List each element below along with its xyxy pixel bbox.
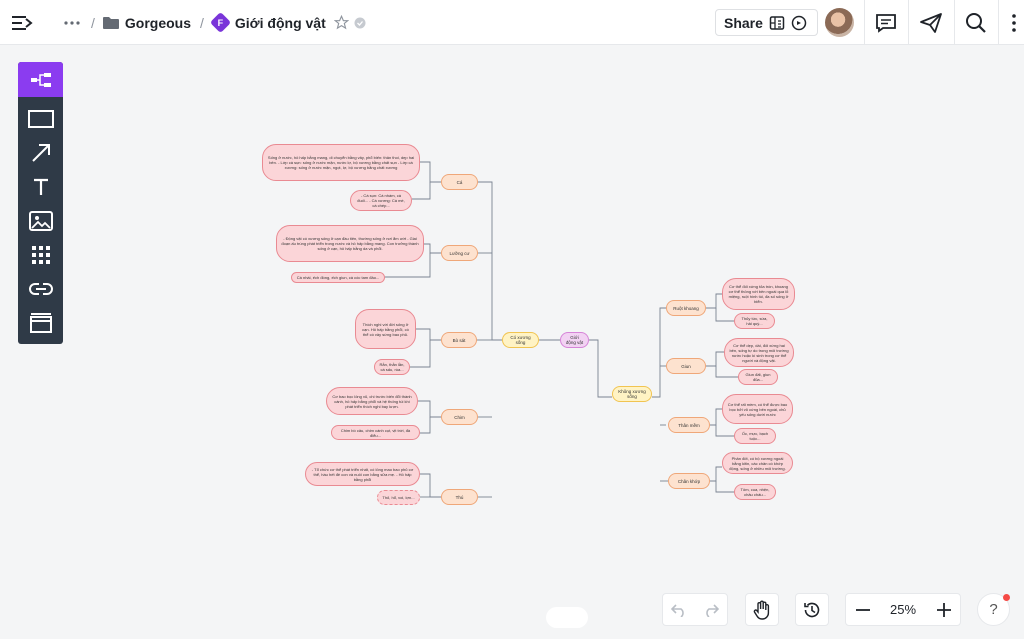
text-tool[interactable] xyxy=(18,170,63,204)
mindmap-leaf-node[interactable]: Tôm, cua, nhện, châu chấu... xyxy=(734,484,776,500)
hand-tool-button[interactable] xyxy=(746,594,778,625)
mindmap-branch-node[interactable]: Giun xyxy=(666,358,706,374)
hand-tool-group xyxy=(745,593,779,626)
hand-icon xyxy=(753,600,771,620)
plus-icon xyxy=(936,602,951,617)
help-label: ? xyxy=(989,601,998,618)
star-icon[interactable] xyxy=(333,15,349,30)
whiteboard-canvas[interactable]: Giới động vật Có xương sống Không xương … xyxy=(0,46,1024,639)
sync-status-icon xyxy=(354,17,366,29)
doc-badge-icon: F xyxy=(209,11,232,34)
redo-button[interactable] xyxy=(695,594,727,625)
template-icon[interactable] xyxy=(769,15,785,31)
arrow-tool[interactable] xyxy=(18,136,63,170)
mindmap-leaf-node[interactable]: Cơ bao bọc lông vũ, chi trước biến đổi t… xyxy=(326,387,418,415)
image-icon xyxy=(28,211,53,231)
mindmap-leaf-node[interactable]: Cơ thể rất mềm, có thể được bao bọc bởi … xyxy=(722,394,793,424)
doc-title[interactable]: Giới động vật xyxy=(234,14,326,31)
mindmap-leaf-node[interactable]: Cơ thể đối xứng tỏa tròn, khoang cơ thể … xyxy=(722,278,795,310)
mindmap-leaf-node[interactable]: Cá nhái, ếch đồng, ếch giun, cá cóc tam … xyxy=(291,272,385,283)
mindmap-leaf-node[interactable]: Ốc, mực, bạch tuộc... xyxy=(734,428,776,444)
help-button[interactable]: ? xyxy=(977,593,1010,626)
mindmap-category-node[interactable]: Có xương sống xyxy=(502,332,539,348)
history-group xyxy=(795,593,829,626)
mindmap-leaf-node[interactable]: Giun đất, giun đũa... xyxy=(738,369,778,385)
header-divider xyxy=(998,0,999,45)
mindmap-leaf-node[interactable]: Phân đốt, có bộ xương ngoài bằng kitin, … xyxy=(722,452,793,474)
top-bar: / Gorgeous / F Giới động vật Share xyxy=(0,0,1024,45)
mindmap-leaf-node[interactable]: - Cá sụn: Cá nhám, cá đuối... - Cá xương… xyxy=(350,190,412,211)
mindmap-category-node[interactable]: Không xương sống xyxy=(612,386,652,402)
sidebar-toggle-icon[interactable] xyxy=(8,10,36,35)
mindmap-connectors xyxy=(385,161,738,498)
rectangle-tool[interactable] xyxy=(18,102,63,136)
mindmap-leaf-node[interactable]: - Tổ chức cơ thể phát triển nhất, có lôn… xyxy=(305,462,420,486)
share-button[interactable]: Share xyxy=(715,9,818,36)
rectangle-icon xyxy=(27,110,54,128)
zoom-level[interactable]: 25% xyxy=(889,602,917,617)
zoom-in-button[interactable] xyxy=(927,594,960,625)
mindmap-leaf-node[interactable]: Rắn, thằn lằn, cá sấu, rùa... xyxy=(374,359,410,375)
mindmap-branch-node[interactable]: Chim xyxy=(441,409,478,425)
more-options-icon[interactable] xyxy=(1006,9,1022,36)
more-breadcrumb-icon[interactable] xyxy=(60,12,84,33)
mindmap-branch-node[interactable]: Thú xyxy=(441,489,478,505)
grid-icon xyxy=(31,245,51,265)
frame-tool[interactable] xyxy=(18,306,63,340)
notification-dot xyxy=(1003,594,1010,601)
breadcrumb: / Gorgeous / F Giới động vật xyxy=(91,0,366,45)
minus-icon xyxy=(855,608,870,611)
tools-panel xyxy=(18,62,63,344)
folder-icon xyxy=(102,16,119,29)
undo-icon xyxy=(671,603,687,617)
mindmap-root-node[interactable]: Giới động vật xyxy=(560,332,589,348)
undo-redo-group xyxy=(662,593,728,626)
publish-web-icon[interactable] xyxy=(791,15,807,31)
mindmap-branch-node[interactable]: Cá xyxy=(441,174,478,190)
doc-badge-letter: F xyxy=(217,17,224,28)
breadcrumb-folder[interactable]: Gorgeous xyxy=(124,14,192,31)
header-divider xyxy=(864,0,865,45)
link-icon xyxy=(28,282,53,296)
mindmap-tool[interactable] xyxy=(18,62,63,97)
mindmap-leaf-node[interactable]: Thủy tức, sứa, hải quỳ... xyxy=(734,313,775,329)
text-icon xyxy=(31,177,51,197)
components-tool[interactable] xyxy=(18,238,63,272)
mindmap-leaf-node[interactable]: Cơ thể dẹp, dài, đối xứng hai bên, sống … xyxy=(724,338,794,367)
header-divider xyxy=(908,0,909,45)
history-button[interactable] xyxy=(796,594,828,625)
mindmap-leaf-node[interactable]: Thỏ, hổ, voi, lợn... xyxy=(377,490,420,505)
mindmap-leaf-node[interactable]: Thích nghi với đời sống ở cạn. Hô hấp bằ… xyxy=(355,309,416,349)
history-icon xyxy=(803,601,821,619)
search-icon[interactable] xyxy=(962,9,990,36)
arrow-icon xyxy=(30,142,52,164)
mindmap-branch-node[interactable]: Thân mềm xyxy=(668,417,710,433)
mindmap-branch-node[interactable]: Lưỡng cư xyxy=(441,245,478,261)
send-icon[interactable] xyxy=(916,9,946,36)
user-avatar[interactable] xyxy=(825,8,854,37)
link-tool[interactable] xyxy=(18,272,63,306)
frame-icon xyxy=(29,313,52,333)
redo-icon xyxy=(703,603,719,617)
comments-icon[interactable] xyxy=(872,9,900,36)
header-divider xyxy=(954,0,955,45)
zoom-controls: 25% xyxy=(845,593,961,626)
share-label: Share xyxy=(724,14,763,31)
mindmap-icon xyxy=(30,72,52,88)
canvas-placeholder-pill xyxy=(546,607,588,628)
mindmap-branch-node[interactable]: Bò sát xyxy=(441,332,477,348)
breadcrumb-separator: / xyxy=(200,14,204,31)
breadcrumb-separator: / xyxy=(91,14,95,31)
zoom-out-button[interactable] xyxy=(846,594,879,625)
mindmap-branch-node[interactable]: Ruột khoang xyxy=(666,300,706,316)
mindmap-branch-node[interactable]: Chân khớp xyxy=(668,473,710,489)
mindmap-leaf-node[interactable]: Chim bồ câu, chim cánh cụt, vịt trời, đà… xyxy=(331,425,420,440)
undo-button[interactable] xyxy=(663,594,695,625)
mindmap-leaf-node[interactable]: - Động vật có xương sống ở cạn đầu tiên,… xyxy=(276,225,424,262)
mindmap-leaf-node[interactable]: Sống ở nước, hô hấp bằng mang, di chuyển… xyxy=(262,144,420,181)
image-tool[interactable] xyxy=(18,204,63,238)
